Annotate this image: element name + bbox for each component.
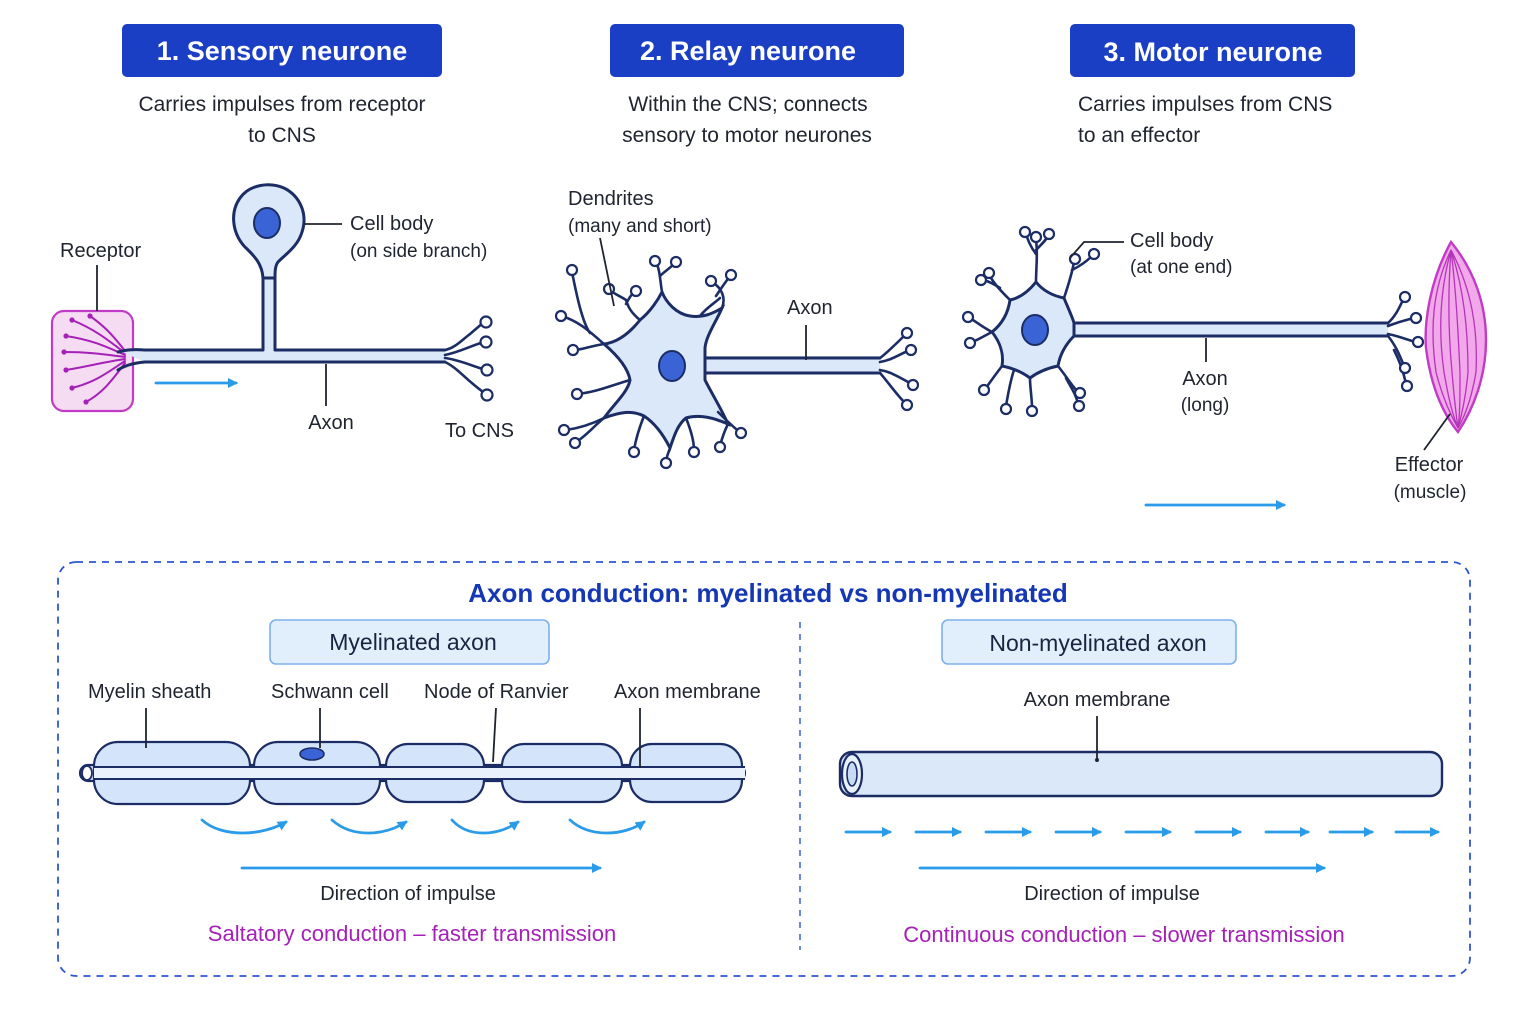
relay-neurone: Dendrites (many and short) Axon: [554, 188, 920, 470]
sensory-desc-line1: Carries impulses from receptor: [138, 93, 425, 116]
sensory-title: 1. Sensory neurone: [157, 36, 408, 66]
motor-cell-body-note: (at one end): [1130, 257, 1232, 278]
sensory-axon-label: Axon: [308, 412, 354, 434]
receptor-label: Receptor: [60, 240, 141, 262]
effector-label: Effector: [1395, 454, 1464, 476]
saltatory-jump-arrows: [200, 818, 646, 835]
schwann-cell-label: Schwann cell: [271, 681, 389, 703]
relay-title-box: 2. Relay neurone: [610, 24, 904, 77]
to-cns-label: To CNS: [445, 420, 514, 442]
dendrites-label: Dendrites: [568, 188, 654, 210]
relay-desc-line2: sensory to motor neurones: [622, 124, 872, 147]
schwann-nucleus: [299, 747, 325, 761]
dendrites-note: (many and short): [568, 216, 712, 237]
non-myelinated-direction-label: Direction of impulse: [1024, 883, 1200, 905]
motor-title-box: 3. Motor neurone: [1070, 24, 1355, 77]
sensory-cell-body-label: Cell body: [350, 213, 433, 235]
non-myelinated-axon: [838, 750, 1444, 798]
motor-title: 3. Motor neurone: [1103, 37, 1322, 67]
motor-desc-line2: to an effector: [1078, 124, 1200, 147]
sensory-cell-body-note: (on side branch): [350, 241, 487, 262]
relay-dendrites: [554, 254, 748, 470]
myelinated-title-box: Myelinated axon: [269, 619, 550, 665]
non-myelinated-title: Non-myelinated axon: [989, 630, 1206, 656]
conduction-panel: Axon conduction: myelinated vs non-myeli…: [57, 561, 1471, 977]
relay-axon-label: Axon: [787, 297, 833, 319]
relay-desc-line1: Within the CNS; connects: [628, 93, 867, 116]
conduction-heading: Axon conduction: myelinated vs non-myeli…: [468, 578, 1068, 608]
motor-nucleus: [1021, 314, 1049, 346]
motor-axon-terminals: [1386, 290, 1425, 393]
non-myelinated-title-box: Non-myelinated axon: [941, 619, 1237, 665]
non-myelinated-axon-membrane-label: Axon membrane: [1024, 689, 1171, 711]
sensory-axon-terminals: [443, 315, 494, 402]
saltatory-summary: Saltatory conduction – faster transmissi…: [208, 921, 616, 946]
effector-note: (muscle): [1394, 482, 1467, 503]
sensory-desc-line2: to CNS: [248, 124, 316, 147]
motor-desc-line1: Carries impulses from CNS: [1078, 93, 1332, 116]
motor-dendrites: [961, 225, 1101, 418]
myelin-sheath-label: Myelin sheath: [88, 681, 211, 703]
motor-cell-body-label: Cell body: [1130, 230, 1213, 252]
motor-axon-note: (long): [1181, 395, 1230, 416]
continuous-summary: Continuous conduction – slower transmiss…: [903, 922, 1344, 947]
relay-axon-terminals: [878, 326, 920, 412]
motor-axon-label: Axon: [1182, 368, 1228, 390]
node-of-ranvier-label: Node of Ranvier: [424, 681, 569, 703]
muscle-effector: [1424, 239, 1488, 435]
sensory-nucleus: [253, 207, 281, 239]
myelinated-direction-label: Direction of impulse: [320, 883, 496, 905]
myelinated-axon: [78, 740, 747, 806]
sensory-title-box: 1. Sensory neurone: [122, 24, 442, 77]
motor-neurone: Cell body (at one end) Axon (long) Effec…: [961, 225, 1488, 510]
sensory-neurone: Receptor Cell body (on side branch) Axon…: [50, 183, 514, 442]
myelinated-axon-membrane-label: Axon membrane: [614, 681, 761, 703]
relay-title: 2. Relay neurone: [640, 36, 856, 66]
receptor: [50, 309, 135, 413]
relay-nucleus: [658, 350, 686, 382]
myelinated-title: Myelinated axon: [329, 629, 497, 655]
